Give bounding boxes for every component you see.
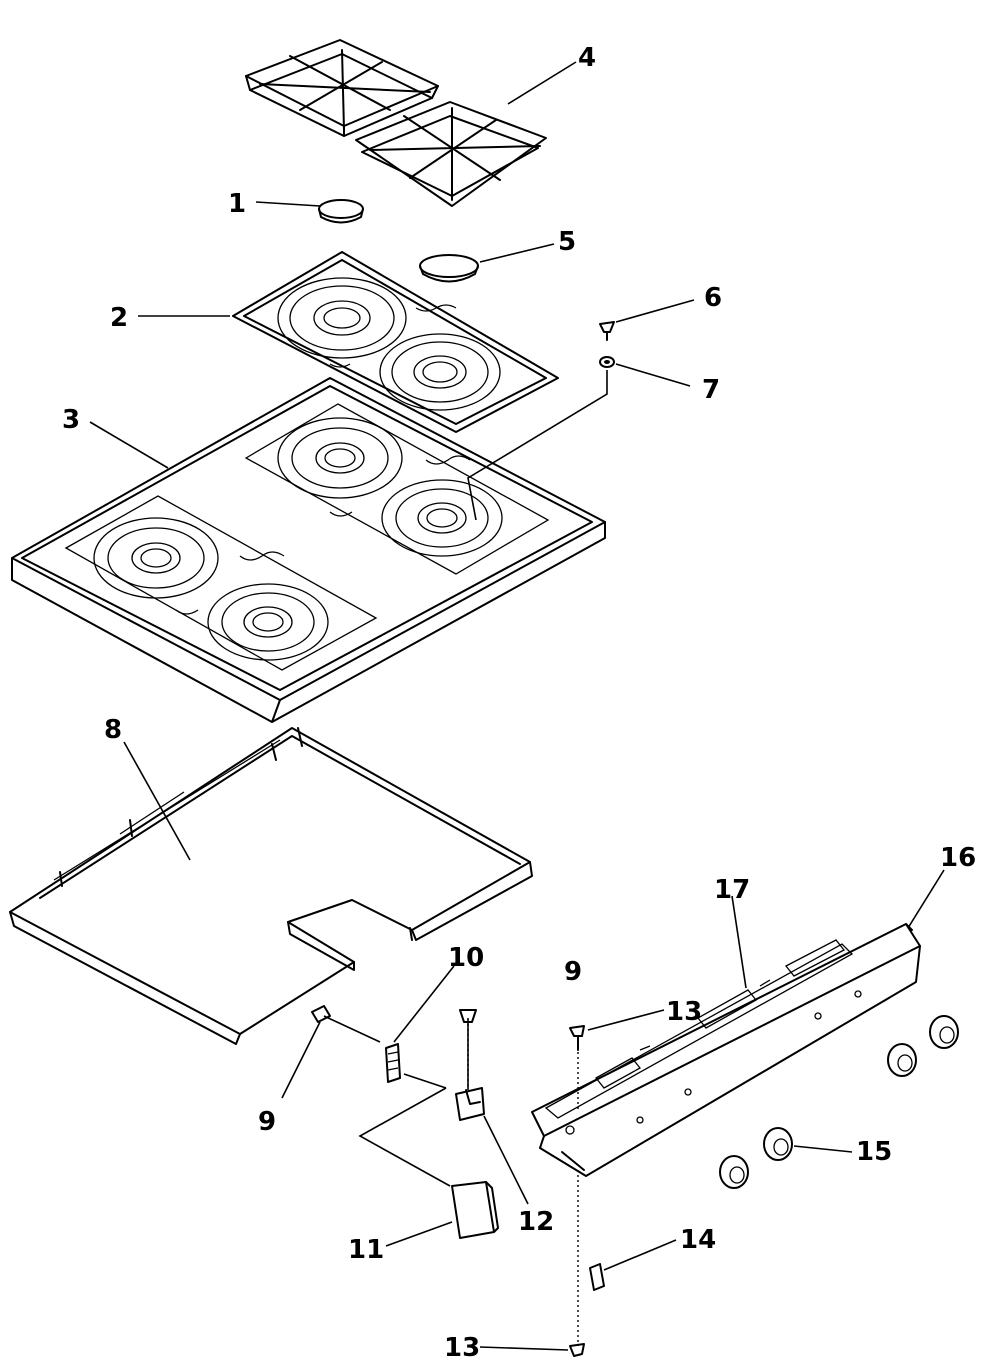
callout-13-upper: 13 (666, 997, 702, 1027)
callout-8: 8 (104, 715, 122, 745)
callout-5: 5 (558, 227, 576, 257)
callout-17: 17 (714, 875, 750, 905)
grommet (599, 356, 615, 368)
callout-15: 15 (856, 1137, 892, 1167)
clip-left (311, 1005, 381, 1043)
screw-lower-14 (589, 1263, 605, 1291)
control-panel (531, 923, 921, 1177)
callout-13-lower: 13 (444, 1333, 480, 1363)
callout-11: 11 (348, 1235, 384, 1265)
main-cooktop (11, 377, 606, 723)
callout-9-right: 9 (564, 957, 582, 987)
callout-9-left: 9 (258, 1107, 276, 1137)
knob-2 (763, 1127, 793, 1161)
small-burner-cap (318, 199, 364, 224)
callout-10: 10 (448, 943, 484, 973)
igniter-module (451, 1181, 499, 1239)
burner-spill-tray (232, 251, 559, 433)
burner-grate-right (355, 101, 547, 207)
screw-upper (569, 1025, 585, 1110)
wire-harness-line (358, 1018, 469, 1187)
screw-path-line (467, 370, 608, 521)
screw-lower-13 (569, 1343, 585, 1357)
leader-lines (89, 61, 945, 1351)
callout-7: 7 (702, 375, 720, 405)
igniter-bracket (455, 1087, 485, 1121)
burner-grate-left (245, 39, 439, 137)
knob-1 (719, 1155, 749, 1189)
large-burner-cap (419, 254, 479, 283)
callout-12: 12 (518, 1207, 554, 1237)
screw (599, 321, 615, 341)
callout-3: 3 (62, 405, 80, 435)
bottom-panel (9, 727, 533, 1045)
spring-clip (385, 1043, 401, 1083)
knob-4 (929, 1015, 959, 1049)
knob-3 (887, 1043, 917, 1077)
manifold-bracket (544, 939, 854, 1119)
callout-1: 1 (228, 189, 246, 219)
screw-right (459, 1009, 477, 1088)
callout-16: 16 (940, 843, 976, 873)
callout-2: 2 (110, 303, 128, 333)
callout-6: 6 (704, 283, 722, 313)
callout-4: 4 (578, 43, 596, 73)
callout-14: 14 (680, 1225, 716, 1255)
